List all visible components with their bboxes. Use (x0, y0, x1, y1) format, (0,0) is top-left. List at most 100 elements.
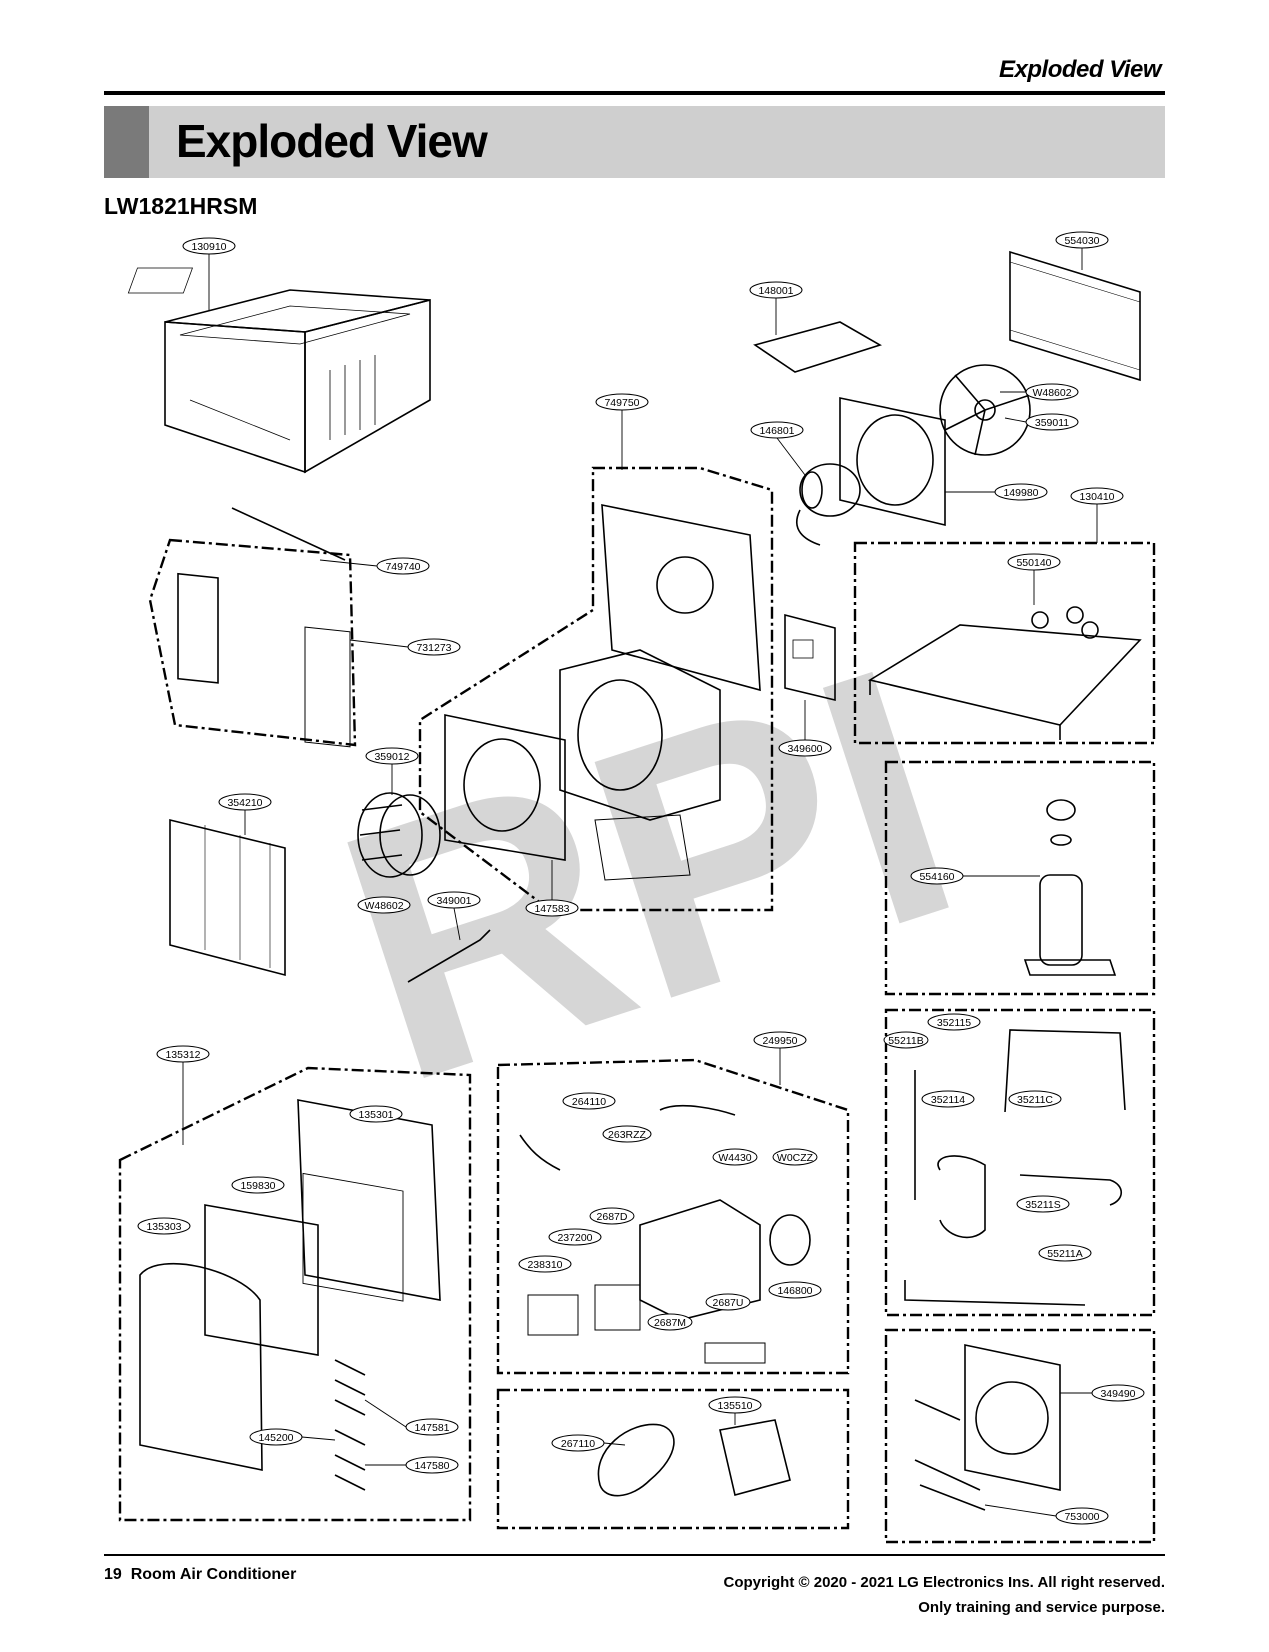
blower-housing-box (418, 466, 774, 912)
svg-text:349600: 349600 (787, 743, 822, 755)
svg-text:753000: 753000 (1064, 1511, 1099, 1523)
front-frame-part (444, 714, 566, 861)
callout-35211c: 35211C (1008, 1090, 1062, 1108)
blower-wheel-part (357, 792, 441, 878)
svg-text:W0CZZ: W0CZZ (777, 1152, 814, 1164)
callout-w48602-top: W48602 (1025, 383, 1079, 401)
callout-55211b: 55211B (883, 1031, 929, 1049)
svg-text:130410: 130410 (1079, 491, 1114, 503)
callout-238310: 238310 (518, 1255, 572, 1273)
base-pan-box (853, 541, 1156, 745)
bracket-part (753, 321, 882, 373)
copyright-text: Copyright © 2020 - 2021 LG Electronics I… (723, 1574, 1165, 1591)
svg-text:550140: 550140 (1016, 557, 1051, 569)
svg-text:145200: 145200 (258, 1432, 293, 1444)
svg-text:130910: 130910 (191, 241, 226, 253)
callout-146801: 146801 (750, 421, 804, 439)
svg-text:159830: 159830 (240, 1180, 275, 1192)
callout-237200: 237200 (548, 1228, 602, 1246)
callout-267110: 267110 (551, 1434, 605, 1452)
compressor-box (884, 760, 1156, 996)
callout-349600: 349600 (778, 739, 832, 757)
svg-text:149980: 149980 (1003, 487, 1038, 499)
orifice-part (914, 1344, 1061, 1511)
shroud-part (839, 397, 946, 527)
orifice-box (884, 1328, 1156, 1544)
callout-249950: 249950 (753, 1031, 807, 1049)
callout-2687u: 2687U (705, 1293, 751, 1311)
callout-159830: 159830 (231, 1176, 285, 1194)
evaporator-coil-part (169, 818, 286, 977)
callout-55211a: 55211A (1038, 1244, 1092, 1262)
callout-145200: 145200 (249, 1428, 303, 1446)
header-rule (104, 91, 1165, 95)
orifice-guide-part (177, 507, 351, 748)
callout-w48602-bottom: W48602 (357, 896, 411, 914)
callout-135510: 135510 (708, 1396, 762, 1414)
svg-text:349001: 349001 (436, 895, 471, 907)
page-title: Exploded View (176, 115, 488, 167)
exploded-view-diagram: RPI (118, 231, 1156, 1544)
svg-text:267110: 267110 (561, 1438, 595, 1450)
svg-text:749750: 749750 (604, 397, 639, 409)
svg-text:2687M: 2687M (654, 1317, 686, 1329)
thermistor-part (407, 929, 491, 983)
svg-text:148001: 148001 (758, 285, 793, 297)
control-box-box (496, 1058, 850, 1375)
callout-w0czz: W0CZZ (772, 1148, 818, 1166)
svg-text:554030: 554030 (1064, 235, 1099, 247)
svg-text:749740: 749740 (385, 561, 420, 573)
svg-text:354210: 354210 (227, 797, 262, 809)
callout-148001: 148001 (749, 281, 803, 299)
callout-2687d: 2687D (589, 1207, 635, 1225)
svg-text:2687U: 2687U (713, 1297, 744, 1309)
remote-box (496, 1388, 850, 1530)
callout-749750: 749750 (595, 393, 649, 411)
model-number: LW1821HRSM (104, 193, 258, 219)
callout-352115: 352115 (927, 1013, 981, 1031)
propeller-fan-part (939, 364, 1031, 456)
blower-housing-part (559, 504, 761, 881)
svg-text:237200: 237200 (557, 1232, 592, 1244)
callout-147581: 147581 (405, 1418, 459, 1436)
callout-147580: 147580 (405, 1456, 459, 1474)
svg-text:359012: 359012 (374, 751, 409, 763)
footer-copyright-block: Copyright © 2020 - 2021 LG Electronics I… (724, 1570, 1165, 1620)
callout-147583: 147583 (525, 899, 579, 917)
callout-550140: 550140 (1007, 553, 1061, 571)
svg-text:135312: 135312 (165, 1049, 200, 1061)
usage-notice: Only training and service purpose. (918, 1599, 1165, 1616)
callout-554030: 554030 (1055, 231, 1109, 249)
footer-page-info: 19 Room Air Conditioner (104, 1566, 296, 1584)
callout-359011: 359011 (1025, 413, 1079, 431)
svg-text:2687D: 2687D (597, 1211, 628, 1223)
cabinet-part (127, 267, 431, 474)
fan-motor-part (796, 463, 861, 546)
callout-135301: 135301 (349, 1105, 403, 1123)
pipe-assembly-box (884, 1008, 1156, 1317)
grille-frame-box (148, 538, 357, 747)
svg-text:W48602: W48602 (364, 900, 403, 912)
callout-349490: 349490 (1091, 1384, 1145, 1402)
svg-text:135303: 135303 (146, 1221, 181, 1233)
callout-753000: 753000 (1055, 1507, 1109, 1525)
callout-354210: 354210 (218, 793, 272, 811)
front-grille-box (118, 1066, 472, 1522)
svg-text:264110: 264110 (572, 1096, 606, 1108)
callout-263rzz: 263RZZ (602, 1125, 652, 1143)
callout-135312: 135312 (156, 1045, 210, 1063)
banner-tab (104, 106, 149, 178)
control-bracket-part (784, 613, 836, 702)
product-name: Room Air Conditioner (130, 1566, 297, 1583)
compressor-part (1023, 799, 1117, 976)
svg-text:35211S: 35211S (1025, 1199, 1060, 1211)
title-banner: Exploded View (104, 106, 1165, 178)
svg-text:55211B: 55211B (888, 1035, 923, 1047)
svg-text:554160: 554160 (919, 871, 954, 883)
callout-146800: 146800 (768, 1281, 822, 1299)
callout-264110: 264110 (562, 1092, 616, 1110)
condenser-coil-part (1009, 250, 1141, 382)
svg-text:147580: 147580 (414, 1460, 449, 1472)
svg-text:352114: 352114 (931, 1094, 965, 1106)
control-box-part (519, 1104, 811, 1364)
